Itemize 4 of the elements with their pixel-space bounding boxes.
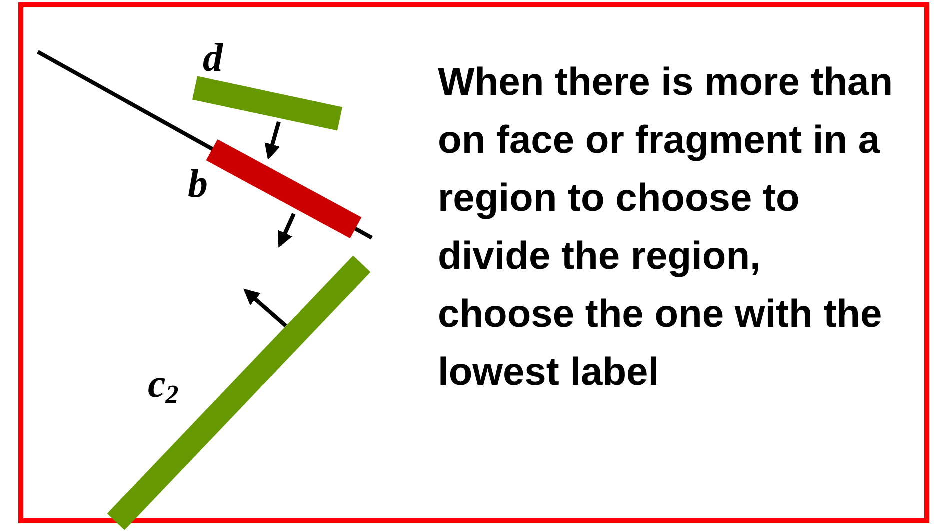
note-text: When there is more than on face or fragment in a region to choose to divide the region, choose the one with the lowest label bbox=[438, 60, 894, 396]
face-label: c$_{2}$ bbox=[148, 362, 179, 411]
face-label: d bbox=[203, 36, 223, 80]
face-label: b bbox=[188, 162, 208, 206]
